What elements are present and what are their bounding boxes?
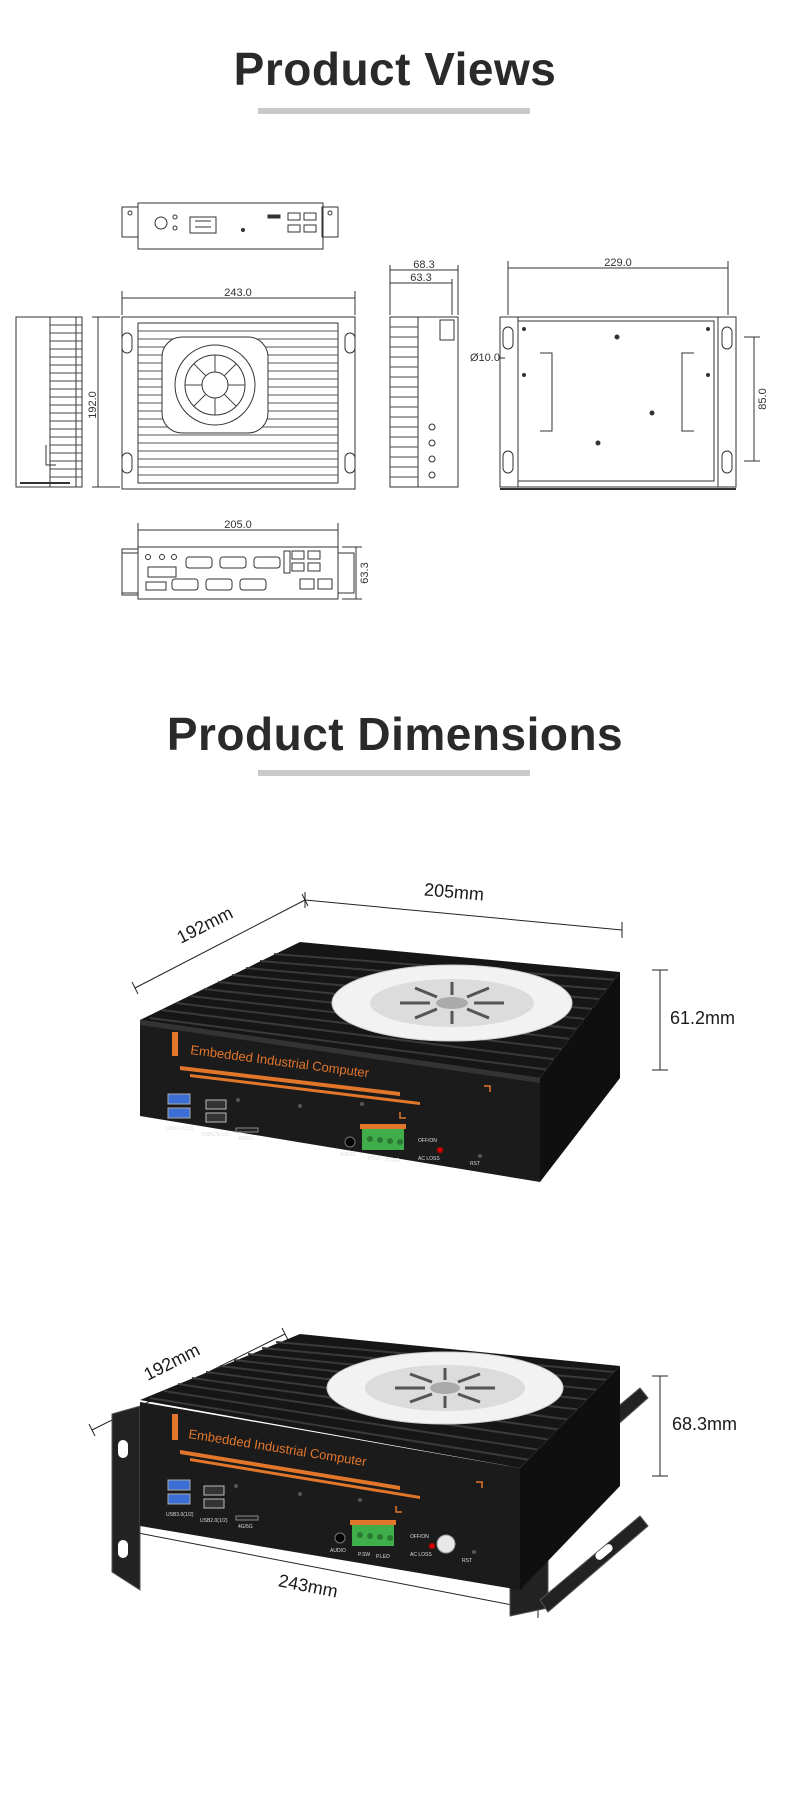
back-view: 229.0 Ø10.0 85.0 (470, 257, 769, 490)
product-views-underline (258, 108, 530, 114)
dim-io-width: 205.0 (224, 519, 252, 531)
p2-usb2-label: USB2.0(1/2) (200, 1518, 228, 1524)
heatsink-top-view: 243.0 192.0 (87, 287, 356, 490)
p2-usb3-label: USB3.0(1/2) (166, 1512, 194, 1518)
dim-side-depth-inner: 63.3 (410, 272, 431, 284)
p1-acloss-label: AC LOSS (418, 1156, 440, 1162)
product-dimensions-title: Product Dimensions (166, 708, 624, 760)
product-2-svg: Embedded Industrial Computer USB3.0(1/2)… (88, 1327, 668, 1618)
dim-back-width: 229.0 (604, 257, 632, 269)
io-panel-view: 205.0 63.3 (121, 519, 371, 600)
product-1-svg: Embedded Industrial Computer USB3.0(1/2)… (131, 892, 668, 1182)
dim-io-height: 63.3 (359, 562, 371, 583)
p1-pw-label: P.SW (368, 1156, 380, 1162)
p2-audio-label: AUDIO (330, 1548, 346, 1554)
right-side-view: 68.3 63.3 (389, 259, 459, 488)
dim-hole-spacing: 85.0 (757, 388, 769, 409)
p2-offon-label: OFF/ON (410, 1534, 429, 1540)
left-side-view (15, 316, 83, 488)
product-2-illustration: Embedded Industrial Computer USB3.0(1/2)… (0, 1290, 790, 1670)
p1-audio-label: AUDIO (340, 1152, 356, 1158)
p2-acloss-label: AC LOSS (410, 1552, 432, 1558)
dim-side-depth-outer: 68.3 (413, 259, 434, 271)
dim-front-height: 192.0 (87, 391, 99, 419)
p1-usb2-label: USB2.0(1/2) (202, 1132, 230, 1138)
product-views-title: Product Views (233, 43, 557, 95)
dim-front-width: 243.0 (224, 287, 252, 299)
p1-offon-label: OFF/ON (418, 1138, 437, 1144)
product-1-illustration: Embedded Industrial Computer USB3.0(1/2)… (0, 860, 790, 1200)
top-panel-view (121, 202, 339, 250)
p2-rst-label: RST (462, 1558, 472, 1564)
p1-usb3-label: USB3.0(1/2) (166, 1126, 194, 1132)
p2-pw-label: P.SW (358, 1552, 370, 1558)
p1-pled-label: P.LED (386, 1158, 400, 1164)
dim-hole-dia: Ø10.0 (470, 352, 500, 364)
product-dimensions-underline (258, 770, 530, 776)
p2-pled-label: P.LED (376, 1554, 390, 1560)
p1-sd-label: 4G/5G (238, 1136, 253, 1142)
technical-drawing: 243.0 192.0 (15, 202, 769, 600)
p2-sd-label: 4G/5G (238, 1524, 253, 1530)
product-2-height-label: 68.3mm (672, 1414, 738, 1434)
product-1-height-label: 61.2mm (670, 1008, 736, 1028)
p1-rst-label: RST (470, 1161, 480, 1167)
